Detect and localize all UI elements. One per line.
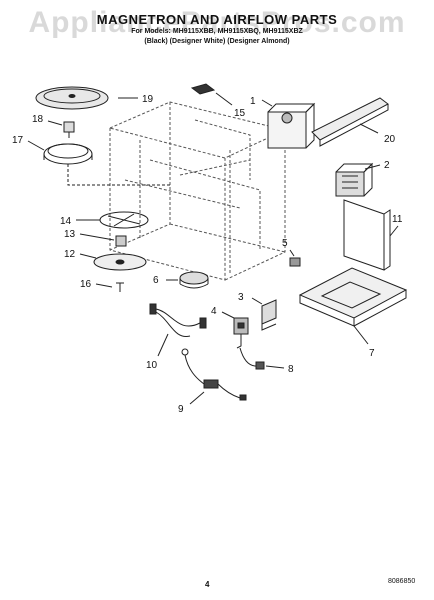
page-number: 4 xyxy=(205,580,210,589)
magnetron xyxy=(261,99,316,149)
page-title: MAGNETRON AND AIRFLOW PARTS xyxy=(96,12,338,27)
color-list: (Black) (Designer White) (Designer Almon… xyxy=(144,38,290,45)
callout-10: 10 xyxy=(146,360,158,371)
thermal-fuse xyxy=(239,347,285,370)
callout-labels: 1 2 3 4 5 6 7 8 9 10 11 12 13 14 15 16 1… xyxy=(12,94,403,415)
callout-16: 16 xyxy=(80,279,92,290)
thermal-cutout xyxy=(289,249,301,267)
callout-14: 14 xyxy=(60,216,72,227)
callout-8: 8 xyxy=(288,364,294,375)
callout-18: 18 xyxy=(32,114,44,125)
callout-9: 9 xyxy=(178,404,184,415)
wire-harness xyxy=(149,303,207,357)
callout-19: 19 xyxy=(142,94,154,105)
document-code: 8086850 xyxy=(388,578,416,585)
callout-2: 2 xyxy=(384,160,390,171)
callout-12: 12 xyxy=(64,249,76,260)
glass-turntable-tray xyxy=(35,86,138,110)
callout-7: 7 xyxy=(369,348,375,359)
mounting-screw xyxy=(95,282,124,292)
model-list: For Models: MH9115XBB, MH9115XBQ, MH9115… xyxy=(131,28,303,35)
callout-11: 11 xyxy=(392,214,403,225)
callout-5: 5 xyxy=(282,238,288,249)
air-guide xyxy=(311,97,389,147)
stirrer-plate xyxy=(79,253,147,271)
callout-20: 20 xyxy=(384,134,396,145)
callout-3: 3 xyxy=(238,292,244,303)
high-voltage-transformer xyxy=(335,162,381,197)
callout-1: 1 xyxy=(250,96,256,107)
turntable-coupler xyxy=(47,120,75,138)
callout-6: 6 xyxy=(153,275,159,286)
monitor-switch xyxy=(221,311,249,349)
base-plate-assembly xyxy=(298,267,408,345)
stirrer-motor xyxy=(166,271,209,289)
turntable-support-ring xyxy=(27,140,170,186)
callout-4: 4 xyxy=(211,306,217,317)
stirrer-bearing xyxy=(79,233,127,247)
air-duct xyxy=(343,199,399,271)
callout-15: 15 xyxy=(234,108,246,119)
callout-17: 17 xyxy=(12,135,24,146)
cavity-frame xyxy=(108,101,287,281)
door-interlock-switch xyxy=(251,297,277,331)
lead-wire-assembly xyxy=(181,348,247,405)
callout-13: 13 xyxy=(64,229,76,240)
stirrer-blade xyxy=(76,211,149,229)
waveguide-cover xyxy=(190,83,233,106)
